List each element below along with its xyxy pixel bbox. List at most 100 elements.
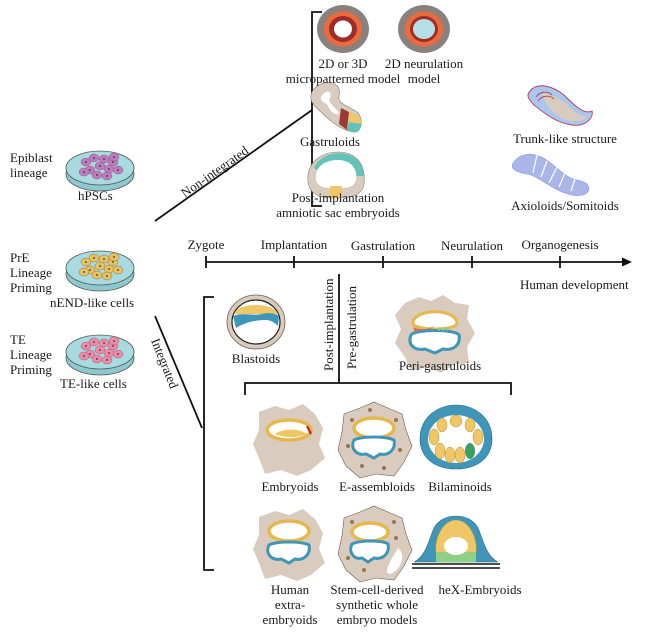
cell-nucleus-icon [112,261,114,263]
cell-nucleus-icon [106,275,108,277]
label-line: 2D neurulation [384,56,464,71]
axioloid-icon [511,153,590,196]
neurulation-disc-icon [398,5,450,53]
lineage-line: TE [10,332,26,347]
peri-gastruloid-icon [395,295,475,373]
cell-nucleus-icon [99,265,101,267]
cell-nucleus-icon [99,349,101,351]
label-line: micropatterned model [285,71,401,86]
cell-nucleus-icon [117,169,119,171]
axioloids-label: Axioloids/Somitoids [511,198,619,213]
neurulation-label: 2D neurulation model [374,56,474,86]
te-like-label: TE-like cells [60,376,127,391]
embryoids-label: Embryoids [261,479,319,494]
petri-dish-nend-icon [65,250,135,292]
stage-zygote: Zygote [187,237,225,252]
petri-dish-hpscs-icon [65,150,135,192]
cell-nucleus-icon [85,345,87,347]
cell-nucleus-icon [113,256,115,258]
micropattern-disc-icon [317,5,369,53]
stage-implantation: Implantation [260,237,328,252]
cell-nucleus-icon [103,342,105,344]
cell-nucleus-icon [106,359,108,361]
lineage-line: Priming [10,280,52,295]
cell-nucleus-icon [117,353,119,355]
petri-dish-te-icon [65,334,135,376]
e-assembloid-icon [337,401,413,479]
cell-nucleus-icon [93,257,95,259]
cell-nucleus-icon [96,274,98,276]
blastoids-label: Blastoids [231,351,281,366]
synthetic-embryo-label: Stem-cell-derived synthetic whole embryo… [322,582,432,627]
amniotic-sac-icon [307,151,365,199]
label-line: 2D or 3D [318,56,368,71]
cell-nucleus-icon [117,269,119,271]
human-extraembryoids-label: Human extra- embryoids [250,582,330,627]
trunk-like-label: Trunk-like structure [513,131,617,146]
e-assembloids-label: E-assembloids [339,479,415,494]
gastruloids-label: Gastruloids [300,134,360,149]
label-line: embryo models [336,612,418,627]
label-line: Stem-cell-derived [330,582,424,597]
label-line: embryoids [262,612,318,627]
peri-gastruloids-label: Peri-gastruloids [398,358,482,373]
non-integrated-bracket [311,11,322,207]
amniotic-sac-label: Post-implantation amniotic sac embryoids [268,190,408,220]
pre-lineage-label: PrE Lineage Priming [10,250,52,295]
timeline-arrowhead-icon [622,257,632,267]
pre-gastrulation-label: Pre-gastrulation [344,285,359,369]
stage-gastrulation: Gastrulation [350,238,416,253]
integrated-branch-line [154,315,203,429]
lineage-line: Lineage [10,347,52,362]
cell-nucleus-icon [89,269,91,271]
cell-nucleus-icon [108,268,110,270]
hex-embryoids-label: heX-Embryoids [438,582,522,597]
integrated-subgroup-bracket [244,382,512,395]
cell-nucleus-icon [85,261,87,263]
cell-nucleus-icon [83,271,85,273]
timeline-axis [205,256,632,268]
cell-nucleus-icon [83,355,85,357]
cell-nucleus-icon [113,340,115,342]
stage-organogenesis: Organogenesis [521,237,599,252]
cell-nucleus-icon [93,157,95,159]
cell-nucleus-icon [96,358,98,360]
cell-nucleus-icon [83,171,85,173]
human-extraembryoid-icon [253,509,325,581]
cell-nucleus-icon [103,158,105,160]
non-integrated-branch-line [154,109,313,222]
cell-nucleus-icon [85,161,87,163]
epiblast-lineage-label: Epiblast lineage [10,150,53,180]
label-line: Post-implantation [291,190,385,205]
cell-nucleus-icon [99,165,101,167]
hpscs-label: hPSCs [78,188,113,203]
cell-nucleus-icon [108,168,110,170]
bilaminoid-icon [419,404,493,470]
lineage-line: PrE [10,250,30,265]
lineage-line: Lineage [10,265,52,280]
integrated-bracket [203,296,214,571]
cell-nucleus-icon [89,169,91,171]
synthetic-embryo-icon [337,505,413,583]
cell-nucleus-icon [96,174,98,176]
cell-nucleus-icon [89,353,91,355]
lineage-line: lineage [10,165,48,180]
label-line: model [407,71,441,86]
axis-label-human-development: Human development [520,277,629,292]
trunk-like-icon [527,85,593,126]
lineage-line: Epiblast [10,150,53,165]
label-line: extra- [274,597,306,612]
lineage-line: Priming [10,362,52,377]
cell-nucleus-icon [112,161,114,163]
cell-nucleus-icon [93,341,95,343]
cell-nucleus-icon [113,156,115,158]
bilaminoids-label: Bilaminoids [428,479,492,494]
micropattern-label: 2D or 3D micropatterned model [283,56,403,86]
stage-neurulation: Neurulation [440,238,504,253]
hex-embryoid-icon [412,515,500,569]
label-line: synthetic whole [336,597,418,612]
label-line: amniotic sac embryoids [276,205,400,220]
te-lineage-label: TE Lineage Priming [10,332,52,377]
cell-nucleus-icon [106,175,108,177]
